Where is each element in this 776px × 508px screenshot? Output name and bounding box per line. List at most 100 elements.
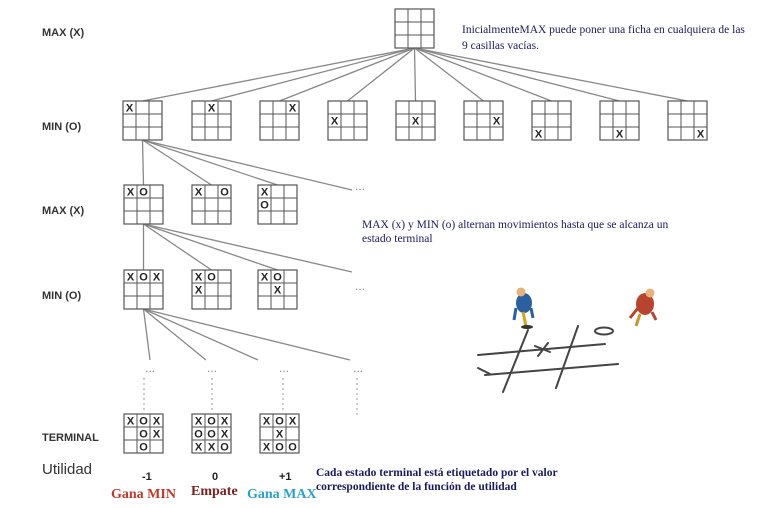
- board-cell: X: [289, 416, 297, 428]
- utility-value-max: +1: [279, 471, 292, 483]
- board-cell: X: [153, 272, 161, 284]
- ellipsis: ...: [207, 361, 217, 375]
- board-cell: X: [126, 103, 134, 115]
- tree-edge: [211, 47, 415, 102]
- board-root: [394, 8, 435, 49]
- board-cell: X: [208, 442, 216, 454]
- players-illustration: [477, 287, 658, 393]
- ellipsis: ...: [353, 361, 363, 375]
- tree-edge: [414, 47, 688, 102]
- note-initial-move: InicialmenteMAX puede poner una ficha en…: [462, 24, 745, 52]
- level-label-min-2: MIN (O): [42, 290, 82, 302]
- board-cell: O: [275, 416, 284, 428]
- board-cell: X: [208, 103, 216, 115]
- floor-board-illustration: [477, 325, 619, 393]
- tree-edge: [279, 47, 415, 102]
- outcome-draw: Empate: [191, 484, 238, 499]
- outcome-min-wins: Gana MIN: [111, 487, 176, 502]
- board-level1-6: X: [463, 100, 504, 141]
- tree-edge: [143, 223, 278, 271]
- board-cell: O: [139, 187, 148, 199]
- board-cell: O: [275, 442, 284, 454]
- level-label-max-1: MAX (X): [42, 27, 85, 39]
- board-cell: X: [616, 129, 624, 141]
- board-cell: O: [207, 272, 216, 284]
- player-x-figure: [512, 287, 535, 329]
- level-label-min-1: MIN (O): [42, 121, 82, 133]
- board-cell: X: [195, 442, 203, 454]
- utility-value-draw: 0: [212, 471, 219, 483]
- board-cell: X: [221, 416, 229, 428]
- tree-edge: [347, 47, 415, 102]
- board-level1-3: X: [259, 100, 300, 141]
- board-cell: O: [139, 416, 148, 428]
- outcome-max-wins: Gana MAX: [247, 487, 317, 502]
- tree-edge: [142, 139, 212, 186]
- board-cell: X: [127, 187, 135, 199]
- board-cell: X: [127, 272, 135, 284]
- board-cell: X: [153, 429, 161, 441]
- level-label-terminal: TERMINAL: [42, 432, 99, 444]
- board-cell: O: [273, 272, 282, 284]
- board-cell: O: [139, 272, 148, 284]
- tree-edge: [413, 47, 417, 102]
- board-level2-3: XO: [257, 184, 298, 225]
- tree-edge: [143, 223, 212, 271]
- tree-edges: [141, 47, 688, 361]
- board-cell: X: [697, 129, 705, 141]
- board-cell: X: [331, 116, 339, 128]
- note-terminal-utility: Cada estado terminal está etiquetado por…: [316, 467, 558, 493]
- tree-edge: [141, 139, 145, 186]
- board-cell: X: [195, 285, 203, 297]
- tree-edge: [143, 308, 259, 361]
- ellipsis: ...: [145, 361, 155, 375]
- board-cell: O: [220, 187, 229, 199]
- board-level1-8: X: [599, 100, 640, 141]
- tree-edge: [142, 139, 278, 186]
- ellipsis: ...: [355, 179, 365, 193]
- board-cell: X: [261, 187, 269, 199]
- board-cell: X: [276, 429, 284, 441]
- board-level1-9: X: [667, 100, 708, 141]
- utility-label: Utilidad: [42, 461, 93, 478]
- board-cell: X: [535, 129, 543, 141]
- board-cell: X: [195, 416, 203, 428]
- continuation-dots: ..................: [143, 179, 365, 418]
- board-cell: O: [207, 416, 216, 428]
- board-level1-1: X: [122, 100, 163, 141]
- tree-edge: [414, 47, 552, 102]
- tree-edge: [142, 47, 415, 102]
- board-cell: X: [493, 116, 501, 128]
- tree-edge: [143, 308, 207, 361]
- board-cell: X: [412, 116, 420, 128]
- board-cell: X: [263, 416, 271, 428]
- note-alternate-moves: MAX (x) y MIN (o) alternan movimientos h…: [362, 219, 669, 245]
- board-cell: O: [139, 429, 148, 441]
- board-level1-7: X: [531, 100, 572, 141]
- board-cell: O: [220, 442, 229, 454]
- level-label-max-2: MAX (X): [42, 205, 85, 217]
- board-cell: X: [261, 272, 269, 284]
- board-cell: O: [139, 442, 148, 454]
- board-level1-4: X: [327, 100, 368, 141]
- board-cell: X: [274, 285, 282, 297]
- utility-value-min: -1: [142, 471, 152, 483]
- board-level1-2: X: [191, 100, 232, 141]
- tree-edge: [414, 47, 484, 102]
- ellipsis: ...: [279, 361, 289, 375]
- board-cell: X: [153, 416, 161, 428]
- board-cell: X: [195, 187, 203, 199]
- board-cell: X: [289, 103, 297, 115]
- board-cell: X: [127, 416, 135, 428]
- player-o-figure: [628, 288, 658, 327]
- board-cell: O: [260, 200, 269, 212]
